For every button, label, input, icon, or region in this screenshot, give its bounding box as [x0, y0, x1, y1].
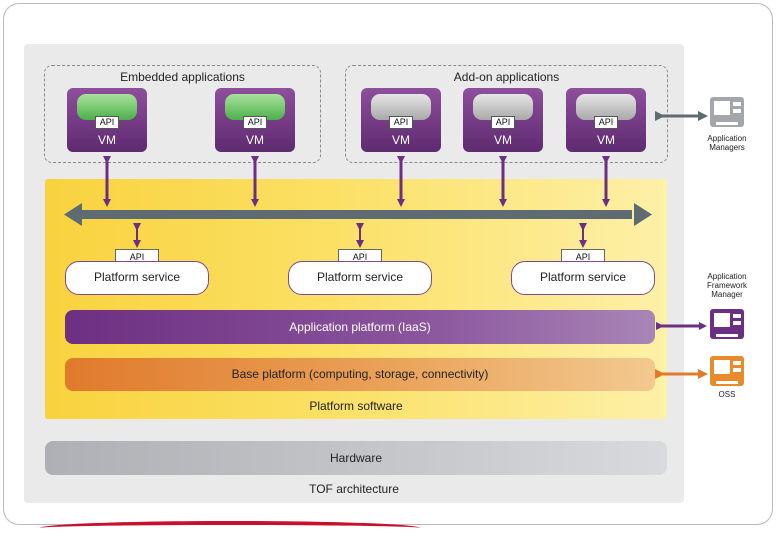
api-label: API [389, 116, 413, 129]
oss-label: OSS [718, 390, 736, 399]
application-platform-layer: Application platform (IaaS) [65, 310, 655, 344]
vm-box: API VM [215, 88, 295, 152]
decorative-swoosh [40, 521, 420, 535]
vm-box: API VM [463, 88, 543, 152]
app-container-shape [473, 94, 533, 120]
vm-label: VM [494, 133, 512, 147]
application-managers-icon [710, 97, 744, 127]
vm-label: VM [392, 133, 410, 147]
platform-bus-arrow [64, 203, 652, 226]
platform-service-box: Platform service [511, 261, 655, 295]
api-label: API [95, 116, 119, 129]
embedded-applications-label: Embedded applications [120, 70, 245, 84]
vm-box: API VM [566, 88, 646, 152]
app-container-shape [225, 94, 285, 120]
application-framework-manager-label: Application Framework Manager [692, 272, 762, 299]
api-label: API [491, 116, 515, 129]
addon-applications-label: Add-on applications [453, 70, 560, 84]
oss-icon [710, 356, 744, 386]
tof-architecture-label: TOF architecture [309, 482, 399, 496]
vm-box: API VM [67, 88, 147, 152]
vm-label: VM [98, 133, 116, 147]
platform-software-label: Platform software [309, 399, 403, 413]
embedded-applications-group: Embedded applications [44, 65, 321, 163]
platform-service-box: Platform service [65, 261, 209, 295]
app-container-shape [77, 94, 137, 120]
afm-label-line: Framework [706, 281, 747, 290]
application-framework-manager-icon [710, 309, 744, 339]
app-container-shape [371, 94, 431, 120]
vm-label: VM [246, 133, 264, 147]
platform-service-box: Platform service [288, 261, 432, 295]
api-label: API [594, 116, 618, 129]
afm-label-line: Manager [711, 290, 743, 299]
vm-label: VM [597, 133, 615, 147]
base-platform-layer: Base platform (computing, storage, conne… [65, 358, 655, 391]
afm-label-line: Application [707, 272, 747, 281]
vm-box: API VM [361, 88, 441, 152]
app-container-shape [576, 94, 636, 120]
api-label: API [243, 116, 267, 129]
hardware-layer: Hardware [45, 441, 667, 475]
application-managers-label: Application Managers [707, 134, 747, 152]
